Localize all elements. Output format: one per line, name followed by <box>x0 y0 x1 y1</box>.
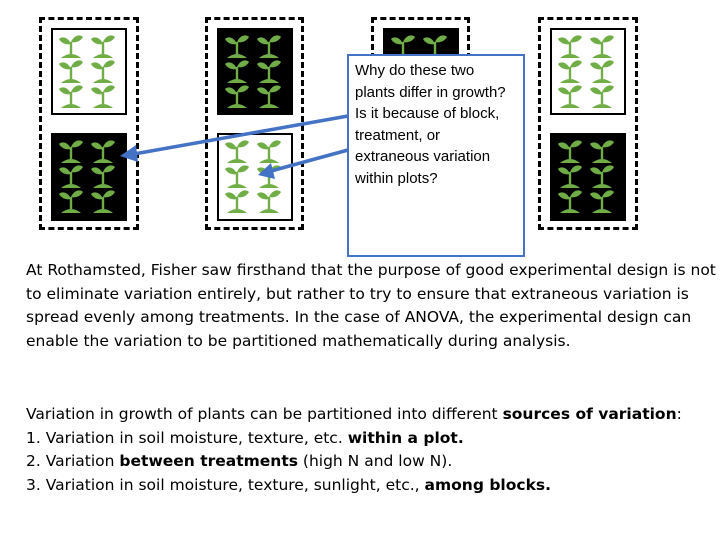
seedling-icon <box>225 60 249 83</box>
seedling-icon <box>558 190 582 213</box>
seedling-icon <box>590 85 614 108</box>
seedling-icon <box>91 190 115 213</box>
seedling-icon <box>257 85 281 108</box>
callout-text: Why do these two plants differ in growth… <box>355 62 506 187</box>
seedling-icon <box>558 60 582 83</box>
source-item-1: 1. Variation in soil moisture, texture, … <box>26 428 464 447</box>
seedling-icon <box>59 140 83 163</box>
seedling-icon <box>225 85 249 108</box>
seedling-icon <box>225 35 249 58</box>
seedling-icon <box>558 140 582 163</box>
seedling-icon <box>59 190 83 213</box>
seedling-icon <box>590 190 614 213</box>
source-item-2: 2. Variation between treatments (high N … <box>26 452 453 470</box>
seedling-icon <box>59 165 83 188</box>
seedling-icon <box>257 140 281 163</box>
seedling-icon <box>257 60 281 83</box>
seedling-icon <box>558 35 582 58</box>
seedling-icon <box>225 140 249 163</box>
seedling-icon <box>558 165 582 188</box>
seedling-icon <box>590 35 614 58</box>
source-item-3: 3. Variation in soil moisture, texture, … <box>26 475 551 494</box>
seedling-icon <box>590 140 614 163</box>
seedling-icon <box>91 60 115 83</box>
plot <box>217 28 293 115</box>
plot <box>550 133 626 221</box>
intro-paragraph: At Rothamsted, Fisher saw firsthand that… <box>26 259 716 353</box>
seedling-icon <box>91 140 115 163</box>
seedling-icon <box>225 165 249 188</box>
seedling-icon <box>91 165 115 188</box>
seedling-icon <box>91 85 115 108</box>
seedling-icon <box>558 85 582 108</box>
seedling-icon <box>225 190 249 213</box>
sources-list: Variation in growth of plants can be par… <box>26 403 716 497</box>
seedling-icon <box>59 85 83 108</box>
seedling-icon <box>590 60 614 83</box>
sources-lead: Variation in growth of plants can be par… <box>26 405 682 423</box>
seedling-icon <box>257 35 281 58</box>
seedling-icon <box>257 190 281 213</box>
callout-box: Why do these two plants differ in growth… <box>347 54 525 257</box>
block-4 <box>538 17 638 230</box>
seedling-icon <box>59 60 83 83</box>
seedling-icon <box>257 165 281 188</box>
intro-text: At Rothamsted, Fisher saw firsthand that… <box>26 261 716 350</box>
seedling-icon <box>59 35 83 58</box>
seedling-icon <box>590 165 614 188</box>
seedling-icon <box>91 35 115 58</box>
